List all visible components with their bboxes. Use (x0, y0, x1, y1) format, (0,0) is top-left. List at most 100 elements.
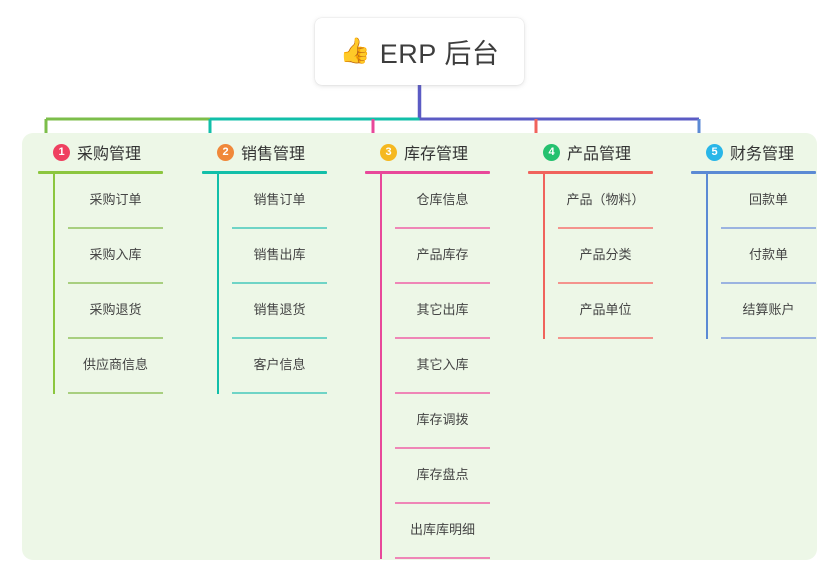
leaf-label: 产品分类 (579, 247, 632, 262)
root-node[interactable]: 👍 ERP 后台 (315, 18, 524, 85)
leaf-item[interactable]: 其它出库 (395, 284, 490, 339)
leaf-label: 付款单 (748, 247, 788, 262)
leaf-label: 出库库明细 (409, 522, 475, 537)
leaf-item[interactable]: 结算账户 (721, 284, 816, 339)
leaf-label: 产品库存 (416, 247, 469, 262)
leaf-spine (380, 174, 382, 559)
leaf-item[interactable]: 销售出库 (232, 229, 327, 284)
category-column-4: 4 产品管理产品（物料） 产品分类产品单位 (528, 133, 653, 339)
category-column-2: 2 销售管理销售订单销售出库销售退货客户信息 (202, 133, 327, 394)
category-header-5[interactable]: 5 财务管理 (691, 133, 816, 171)
leaf-label: 仓库信息 (416, 192, 469, 207)
category-column-5: 5 财务管理回款单付款单结算账户 (691, 133, 816, 339)
leaf-item[interactable]: 付款单 (721, 229, 816, 284)
category-badge-1: 1 (53, 143, 70, 161)
leaf-item[interactable]: 客户信息 (232, 339, 327, 394)
leaf-item[interactable]: 回款单 (721, 174, 816, 229)
leaf-item[interactable]: 采购入库 (68, 229, 163, 284)
leaf-underline (721, 282, 816, 284)
leaf-spine (217, 174, 219, 394)
leaf-item[interactable]: 采购订单 (68, 174, 163, 229)
leaf-list: 仓库信息产品库存其它出库其它入库库存调拨库存盘点出库库明细 (365, 174, 490, 559)
leaf-label: 采购订单 (89, 192, 142, 207)
leaf-underline (232, 337, 327, 339)
leaf-item[interactable]: 库存调拨 (395, 394, 490, 449)
thumbs-up-icon: 👍 (339, 37, 371, 65)
leaf-item[interactable]: 仓库信息 (395, 174, 490, 229)
leaf-underline (232, 392, 327, 394)
leaf-label: 其它入库 (416, 357, 469, 372)
leaf-label: 回款单 (748, 192, 788, 207)
category-title: 产品管理 (567, 146, 632, 163)
leaf-item[interactable]: 产品单位 (558, 284, 653, 339)
leaf-item[interactable]: 出库库明细 (395, 504, 490, 559)
leaf-label: 销售订单 (253, 192, 306, 207)
leaf-label: 结算账户 (742, 302, 795, 317)
leaf-underline (68, 392, 163, 394)
leaf-item[interactable]: 产品（物料） (558, 174, 653, 229)
category-title: 销售管理 (241, 146, 306, 163)
leaf-list: 回款单付款单结算账户 (691, 174, 816, 339)
leaf-underline (68, 227, 163, 229)
leaf-list: 采购订单采购入库采购退货供应商信息 (38, 174, 163, 394)
category-header-4[interactable]: 4 产品管理 (528, 133, 653, 171)
leaf-item[interactable]: 采购退货 (68, 284, 163, 339)
leaf-underline (558, 227, 653, 229)
category-header-1[interactable]: 1 采购管理 (38, 133, 163, 171)
leaf-underline (395, 447, 490, 449)
leaf-underline (558, 282, 653, 284)
leaf-item[interactable]: 销售退货 (232, 284, 327, 339)
leaf-underline (721, 227, 816, 229)
category-column-1: 1 采购管理采购订单采购入库采购退货供应商信息 (38, 133, 163, 394)
leaf-label: 其它出库 (416, 302, 469, 317)
category-underline (202, 171, 327, 174)
category-underline (365, 171, 490, 174)
category-badge-4: 4 (543, 143, 560, 161)
leaf-label: 产品单位 (579, 302, 632, 317)
leaf-underline (68, 337, 163, 339)
category-badge-3: 3 (380, 143, 397, 161)
category-title: 库存管理 (404, 146, 469, 163)
leaf-item[interactable]: 供应商信息 (68, 339, 163, 394)
diagram-panel (22, 133, 817, 560)
leaf-item[interactable]: 产品分类 (558, 229, 653, 284)
leaf-underline (395, 337, 490, 339)
leaf-item[interactable]: 产品库存 (395, 229, 490, 284)
leaf-label: 采购退货 (89, 302, 142, 317)
leaf-label: 库存盘点 (416, 467, 469, 482)
leaf-underline (721, 337, 816, 339)
leaf-item[interactable]: 库存盘点 (395, 449, 490, 504)
leaf-underline (68, 282, 163, 284)
category-title: 财务管理 (730, 146, 795, 163)
category-badge-5: 5 (706, 143, 723, 161)
leaf-underline (232, 282, 327, 284)
category-header-3[interactable]: 3 库存管理 (365, 133, 490, 171)
leaf-underline (558, 337, 653, 339)
leaf-underline (395, 502, 490, 504)
leaf-label: 供应商信息 (82, 357, 148, 372)
leaf-list: 销售订单销售出库销售退货客户信息 (202, 174, 327, 394)
leaf-list: 产品（物料） 产品分类产品单位 (528, 174, 653, 339)
leaf-underline (395, 227, 490, 229)
leaf-spine (543, 174, 545, 339)
category-header-2[interactable]: 2 销售管理 (202, 133, 327, 171)
root-title: ERP 后台 (379, 39, 500, 69)
leaf-label: 产品（物料） (566, 192, 645, 207)
leaf-label: 采购入库 (89, 247, 142, 262)
category-badge-2: 2 (217, 143, 234, 161)
leaf-item[interactable]: 销售订单 (232, 174, 327, 229)
leaf-label: 销售出库 (253, 247, 306, 262)
leaf-spine (53, 174, 55, 394)
leaf-label: 库存调拨 (416, 412, 469, 427)
leaf-underline (395, 557, 490, 559)
category-underline (38, 171, 163, 174)
category-title: 采购管理 (77, 146, 142, 163)
leaf-label: 客户信息 (253, 357, 306, 372)
category-underline (691, 171, 816, 174)
leaf-underline (395, 282, 490, 284)
leaf-label: 销售退货 (253, 302, 306, 317)
category-underline (528, 171, 653, 174)
leaf-item[interactable]: 其它入库 (395, 339, 490, 394)
leaf-underline (395, 392, 490, 394)
leaf-spine (706, 174, 708, 339)
